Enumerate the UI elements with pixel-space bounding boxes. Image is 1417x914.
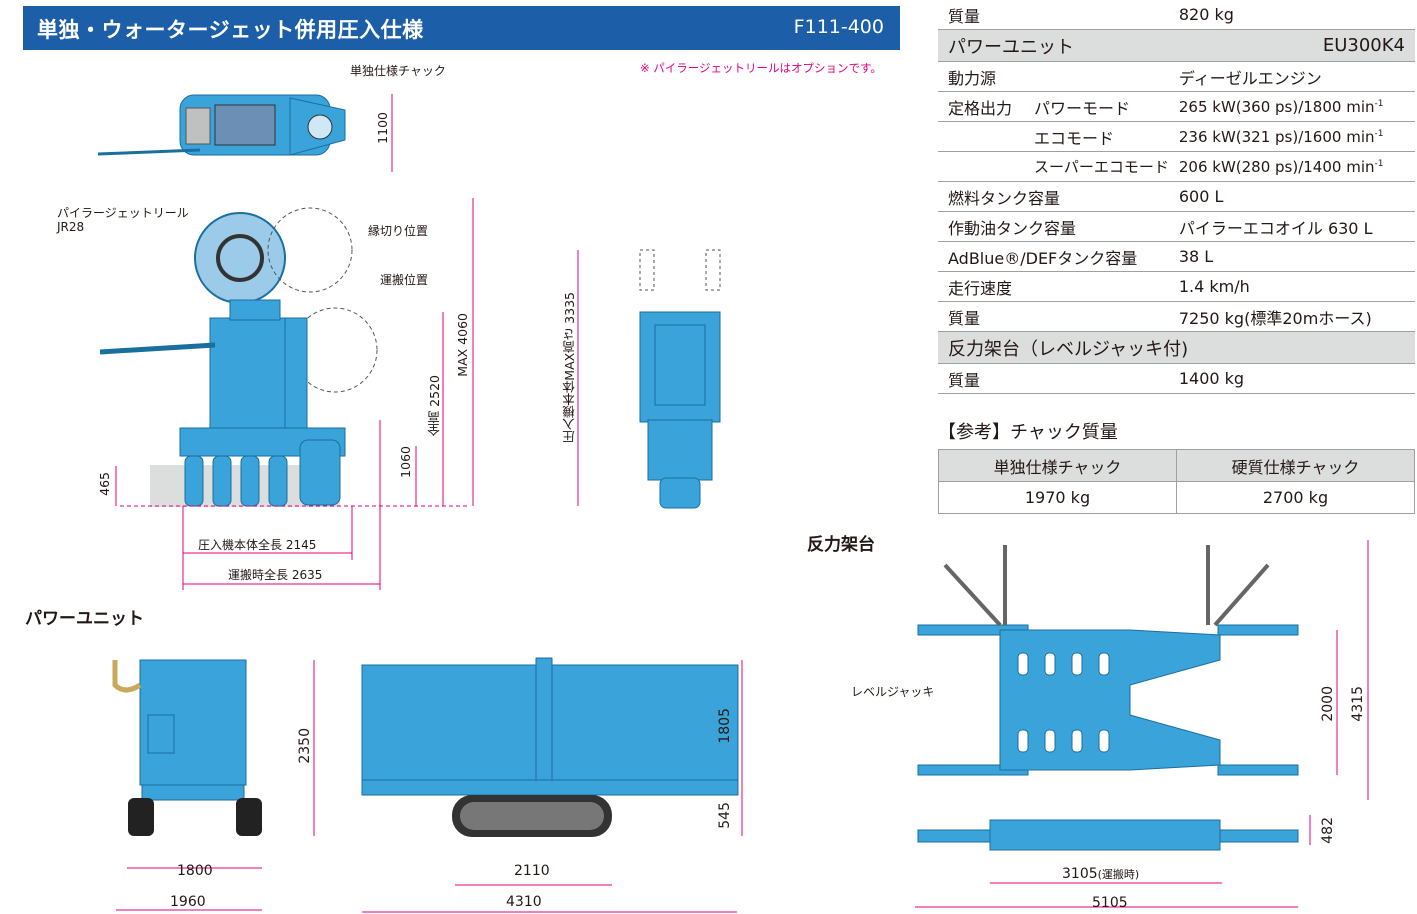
mode-value: 206 kW(280 ps)/1400 min <box>1178 157 1375 176</box>
mode-sup: -1 <box>1374 158 1384 169</box>
dim-2350: 2350 <box>297 728 313 764</box>
mode-value: 236 kW(321 ps)/1600 min <box>1178 127 1375 146</box>
ref-header: 硬質仕様チャック <box>1176 449 1415 482</box>
spec-row-source: 動力源ディーゼルエンジン <box>938 61 1415 92</box>
dim-4310: 4310 <box>506 894 542 910</box>
spec-row-mode-3: スーパーエコモード 206 kW(280 ps)/1400 min-1 <box>938 151 1415 182</box>
dim-4315: 4315 <box>1350 686 1366 722</box>
dim-3105: 3105(運搬時) <box>1062 866 1139 882</box>
reaction-frame-header: 反力架台（レベルジャッキ付) <box>938 331 1415 364</box>
dim-1960: 1960 <box>170 894 206 910</box>
level-jack-label: レベルジャッキ <box>851 685 935 699</box>
press-top-view <box>97 94 346 156</box>
spec-header-model: EU300K4 <box>1168 29 1415 62</box>
mode-sup: -1 <box>1374 98 1384 109</box>
spec-value: 7250 kg(標準20mホース) <box>1168 301 1415 332</box>
spec-header-label: 反力架台（レベルジャッキ付) <box>938 331 1415 364</box>
transport-position-label: 運搬位置 <box>380 273 429 287</box>
reaction-frame-title: 反力架台 <box>807 535 875 555</box>
spec-value: 1400 kg <box>1168 363 1415 394</box>
cut-position-label: 縁切り位置 <box>368 224 429 238</box>
press-side-view <box>99 207 470 507</box>
ref-value: 1970 kg <box>938 481 1177 514</box>
dim-545: 545 <box>717 802 733 829</box>
dim-2520: 全高 2520 <box>427 375 442 436</box>
dim-1100: 1100 <box>375 112 390 144</box>
press-front-view <box>639 249 721 509</box>
spec-label: 作動油タンク容量 <box>938 211 1169 242</box>
spec-row-mode-1: 定格出力 パワーモード 265 kW(360 ps)/1800 min-1 <box>938 91 1415 122</box>
dim-5105: 5105 <box>1092 895 1128 911</box>
mode-name: スーパーエコモード <box>938 151 1169 182</box>
spec-value: 38 L <box>1168 241 1415 272</box>
ref-value: 2700 kg <box>1176 481 1415 514</box>
chuck-label: 単独仕様チャック <box>350 64 446 78</box>
power-unit-title: パワーユニット <box>25 609 144 629</box>
dim-2635: 運搬時全長 2635 <box>228 568 323 582</box>
dim-1805: 1805 <box>717 708 733 744</box>
spec-label: 燃料タンク容量 <box>938 181 1169 212</box>
spec-label: AdBlue®/DEFタンク容量 <box>938 241 1169 272</box>
ref-header: 単独仕様チャック <box>938 449 1177 482</box>
spec-value: 820 kg <box>1168 0 1415 30</box>
reel-label: パイラージェットリール <box>57 206 189 220</box>
mode-name: エコモード <box>938 121 1169 152</box>
reaction-frame-drawing <box>915 540 1369 908</box>
dim-482: 482 <box>1320 817 1336 844</box>
spec-header-label: パワーユニット <box>938 29 1169 62</box>
spec-label: 動力源 <box>938 61 1169 92</box>
dim-1800: 1800 <box>177 863 213 879</box>
mode-value: 265 kW(360 ps)/1800 min <box>1178 97 1375 116</box>
dim-2110: 2110 <box>514 863 550 879</box>
spec-label: 質量 <box>938 363 1169 394</box>
mode-sup: -1 <box>1374 128 1384 139</box>
dim-2000: 2000 <box>1320 686 1336 722</box>
model-code: F111-400 <box>793 16 884 38</box>
spec-value: パイラーエコオイル 630 L <box>1168 211 1415 242</box>
dim-1060: 1060 <box>398 446 413 478</box>
press-dimension-lines <box>115 94 579 590</box>
page-title: 単独・ウォータージェット併用圧入仕様 <box>37 18 424 42</box>
dim-3335: 圧入機本体MAX高さ 3335 <box>562 292 577 444</box>
power-unit-drawing <box>112 657 743 913</box>
spec-row-oil: 作動油タンク容量パイラーエコオイル 630 L <box>938 211 1415 242</box>
dim-465: 465 <box>97 472 112 496</box>
spec-value: ディーゼルエンジン <box>1168 61 1415 92</box>
spec-value: 1.4 km/h <box>1168 271 1415 302</box>
title-banner: 単独・ウォータージェット併用圧入仕様 F111-400 <box>23 6 900 50</box>
option-note: ※ パイラージェットリールはオプションです。 <box>640 61 882 75</box>
spec-label: 走行速度 <box>938 271 1169 302</box>
rated-output-label: 定格出力 <box>948 98 1013 118</box>
spec-value: 600 L <box>1168 181 1415 212</box>
dim-3105-value: 3105 <box>1062 866 1098 882</box>
dim-3105-note: (運搬時) <box>1097 868 1140 881</box>
spec-row-mode-2: エコモード 236 kW(321 ps)/1600 min-1 <box>938 121 1415 152</box>
dim-2145: 圧入機本体全長 2145 <box>198 538 317 552</box>
mode-name: パワーモード <box>1034 98 1131 118</box>
dim-4060: MAX 4060 <box>455 313 470 377</box>
spec-label: 質量 <box>938 301 1169 332</box>
press-machine-drawing <box>97 94 721 590</box>
spec-label: 質量 <box>938 0 1169 30</box>
reel-model: JR28 <box>57 220 85 234</box>
reference-title: 【参考】チャック質量 <box>938 422 1118 443</box>
